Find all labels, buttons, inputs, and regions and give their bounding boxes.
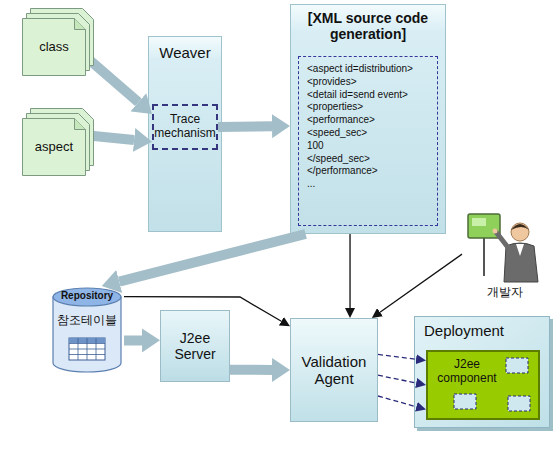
document-page: [23, 119, 86, 176]
xml-code-box-label: <provides>: [307, 76, 356, 89]
xml-code-box-label: <speed_sec>: [307, 127, 367, 140]
server-box: J2ee Server: [160, 310, 230, 382]
component-slot: [454, 394, 476, 409]
flow-arrow: [119, 234, 305, 282]
server-box-label: J2ee Server: [165, 330, 225, 362]
xml-code-box-label: </speed_sec>: [307, 153, 370, 166]
xml-code-box-label: <properties>: [307, 101, 363, 114]
developer-figure: 개발자: [462, 210, 548, 308]
xml-code-box-label: </performance>: [307, 165, 378, 178]
page-fold: [75, 19, 86, 30]
xml-panel: [XML source code generation] <aspect id=d…: [290, 4, 446, 234]
flow-arrow: [124, 335, 142, 345]
link-arrow: [380, 254, 462, 312]
deploy-arrow: [378, 396, 416, 407]
xml-code-box-label: ...: [307, 178, 315, 191]
xml-panel-label: [XML source code generation]: [294, 10, 442, 42]
xml-panel-fill: [291, 5, 446, 234]
xml-code-box-label: <aspect id=distribution>: [307, 63, 413, 76]
cylinder-body: [53, 297, 121, 372]
validation-box: Validation Agent: [290, 318, 378, 422]
developer-figure-label: 개발자: [487, 286, 523, 300]
class-document-label: class: [39, 40, 69, 55]
class-document: class: [22, 8, 94, 76]
document-page: [23, 19, 86, 76]
repository-cylinder: Repository 참조테이블: [50, 286, 124, 374]
xml-code-box-label: 100: [307, 140, 324, 153]
trace-box: Trace mechanism: [152, 104, 218, 150]
table-icon: [69, 338, 105, 360]
aspect-document-label: aspect: [35, 140, 73, 155]
xml-code-box-label: <detail id=send event>: [307, 89, 408, 102]
panel-backgrounds: [149, 5, 553, 432]
component-box: J2ee component: [426, 350, 540, 420]
developer-illustration: [468, 214, 538, 282]
deployment-panel: DeploymentJ2ee component: [414, 316, 550, 428]
validation-box-label: Validation Agent: [295, 353, 373, 388]
cylinder-top: [53, 288, 121, 306]
component-box-label: J2ee component: [434, 358, 500, 386]
xml-code-box-label: <performance>: [307, 114, 375, 127]
component-slot: [506, 358, 528, 373]
deployment-panel-label: Deployment: [424, 322, 504, 339]
repository-cylinder-label: Repository: [61, 290, 113, 302]
connectors: [86, 57, 462, 407]
deployment-panel-fill: [415, 317, 550, 428]
weaver-column-label: Weaver: [159, 44, 210, 61]
weaver-column: WeaverTrace mechanism: [148, 36, 222, 232]
weaver-column-fill: [149, 37, 222, 232]
aspect-document: aspect: [22, 108, 94, 176]
deploy-arrow: [378, 375, 416, 383]
link-arrow: [349, 234, 350, 308]
component-box-art: [428, 352, 542, 424]
component-slot: [508, 396, 530, 411]
page-fold: [75, 119, 86, 130]
xml-code-box: <aspect id=distribution><provides><detai…: [298, 56, 438, 226]
flow-arrow: [218, 121, 272, 132]
trace-box-label: Trace mechanism: [154, 113, 215, 141]
flow-arrow: [230, 365, 272, 375]
deploy-arrow: [378, 354, 416, 359]
repository-cylinder-label: 참조테이블: [57, 314, 117, 328]
